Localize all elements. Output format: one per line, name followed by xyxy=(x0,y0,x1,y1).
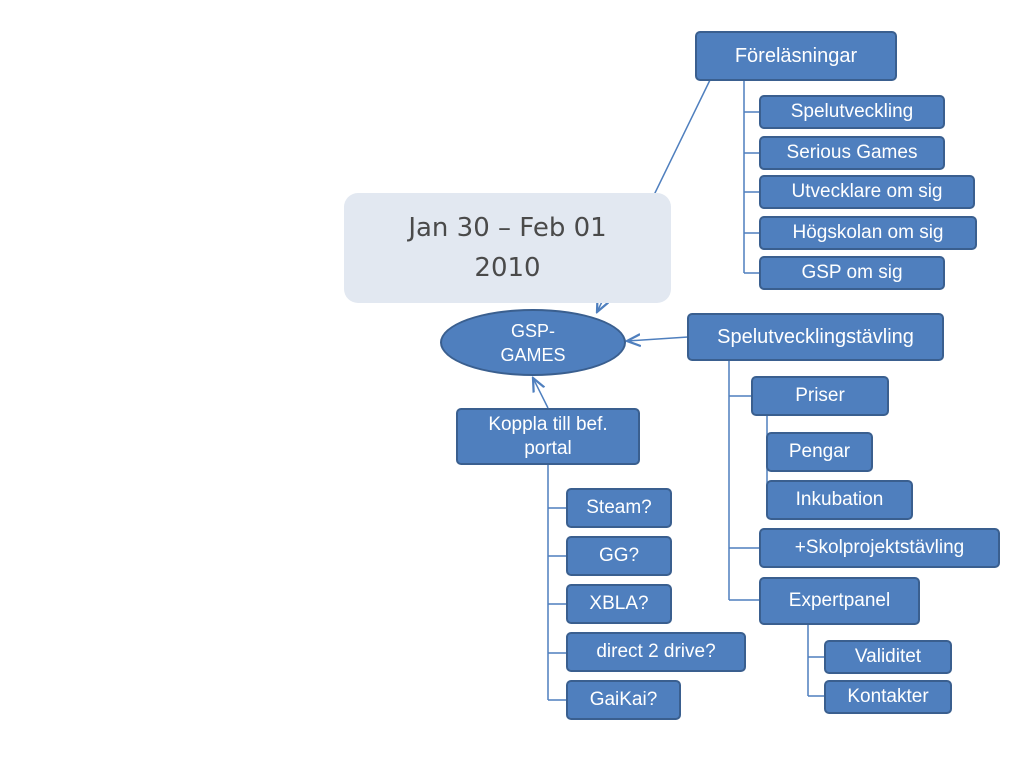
node-label: Spelutveckling xyxy=(790,101,914,122)
tree-tavling xyxy=(728,360,760,601)
node-inkubation[interactable]: Inkubation xyxy=(766,480,913,520)
node-label-2: portal xyxy=(524,437,572,459)
node-label: GG? xyxy=(598,545,640,566)
node-label: Utvecklare om sig xyxy=(791,181,943,202)
tree-portal xyxy=(547,465,567,701)
node-xbla[interactable]: XBLA? xyxy=(566,584,672,624)
node-label-1: Koppla till bef. xyxy=(488,413,608,435)
node-utvecklare[interactable]: Utvecklare om sig xyxy=(759,175,975,209)
node-label: Högskolan om sig xyxy=(792,222,944,243)
node-gsp-om-sig[interactable]: GSP om sig xyxy=(759,256,945,290)
node-label: Serious Games xyxy=(786,142,918,163)
date-box: Jan 30 – Feb 01 2010 xyxy=(344,193,671,303)
date-year: 2010 xyxy=(474,253,541,283)
node-label: GaiKai? xyxy=(589,689,658,710)
center-label-2: GAMES xyxy=(500,344,566,365)
node-label: +Skolprojektstävling xyxy=(794,537,965,558)
node-direct2drive[interactable]: direct 2 drive? xyxy=(566,632,746,672)
node-gaikai[interactable]: GaiKai? xyxy=(566,680,681,720)
node-kontakter[interactable]: Kontakter xyxy=(824,680,952,714)
node-label: Spelutvecklingstävling xyxy=(717,326,914,348)
node-label: Validitet xyxy=(854,646,922,667)
center-node[interactable]: GSP- GAMES xyxy=(440,309,626,376)
date-range: Jan 30 – Feb 01 xyxy=(408,213,607,243)
tree-forelasningar xyxy=(743,80,760,274)
node-label: XBLA? xyxy=(589,593,649,614)
arrow-portal xyxy=(533,378,549,409)
node-label: Pengar xyxy=(788,441,851,462)
arrow-tavling xyxy=(627,337,689,341)
node-label: Kontakter xyxy=(847,686,929,707)
node-pengar[interactable]: Pengar xyxy=(766,432,873,472)
node-koppla-portal[interactable]: Koppla till bef. portal xyxy=(456,408,640,465)
node-label: Föreläsningar xyxy=(734,45,858,67)
node-label: Steam? xyxy=(586,497,652,518)
node-priser[interactable]: Priser xyxy=(751,376,889,416)
node-label: direct 2 drive? xyxy=(596,641,716,662)
node-label: Priser xyxy=(795,385,845,406)
node-expertpanel[interactable]: Expertpanel xyxy=(759,577,920,625)
node-label: Inkubation xyxy=(795,489,884,510)
node-forelasningar[interactable]: Föreläsningar xyxy=(695,31,897,81)
tree-expertpanel xyxy=(807,624,825,697)
node-serious-games[interactable]: Serious Games xyxy=(759,136,945,170)
center-label-1: GSP- xyxy=(510,320,555,341)
node-skolprojektstavling[interactable]: +Skolprojektstävling xyxy=(759,528,1000,568)
node-spelutveckling[interactable]: Spelutveckling xyxy=(759,95,945,129)
node-steam[interactable]: Steam? xyxy=(566,488,672,528)
node-gg[interactable]: GG? xyxy=(566,536,672,576)
node-label: GSP om sig xyxy=(801,262,903,283)
node-label: Expertpanel xyxy=(788,590,891,611)
node-hogskolan[interactable]: Högskolan om sig xyxy=(759,216,977,250)
node-validitet[interactable]: Validitet xyxy=(824,640,952,674)
node-spelutvecklingstavling[interactable]: Spelutvecklingstävling xyxy=(687,313,944,361)
